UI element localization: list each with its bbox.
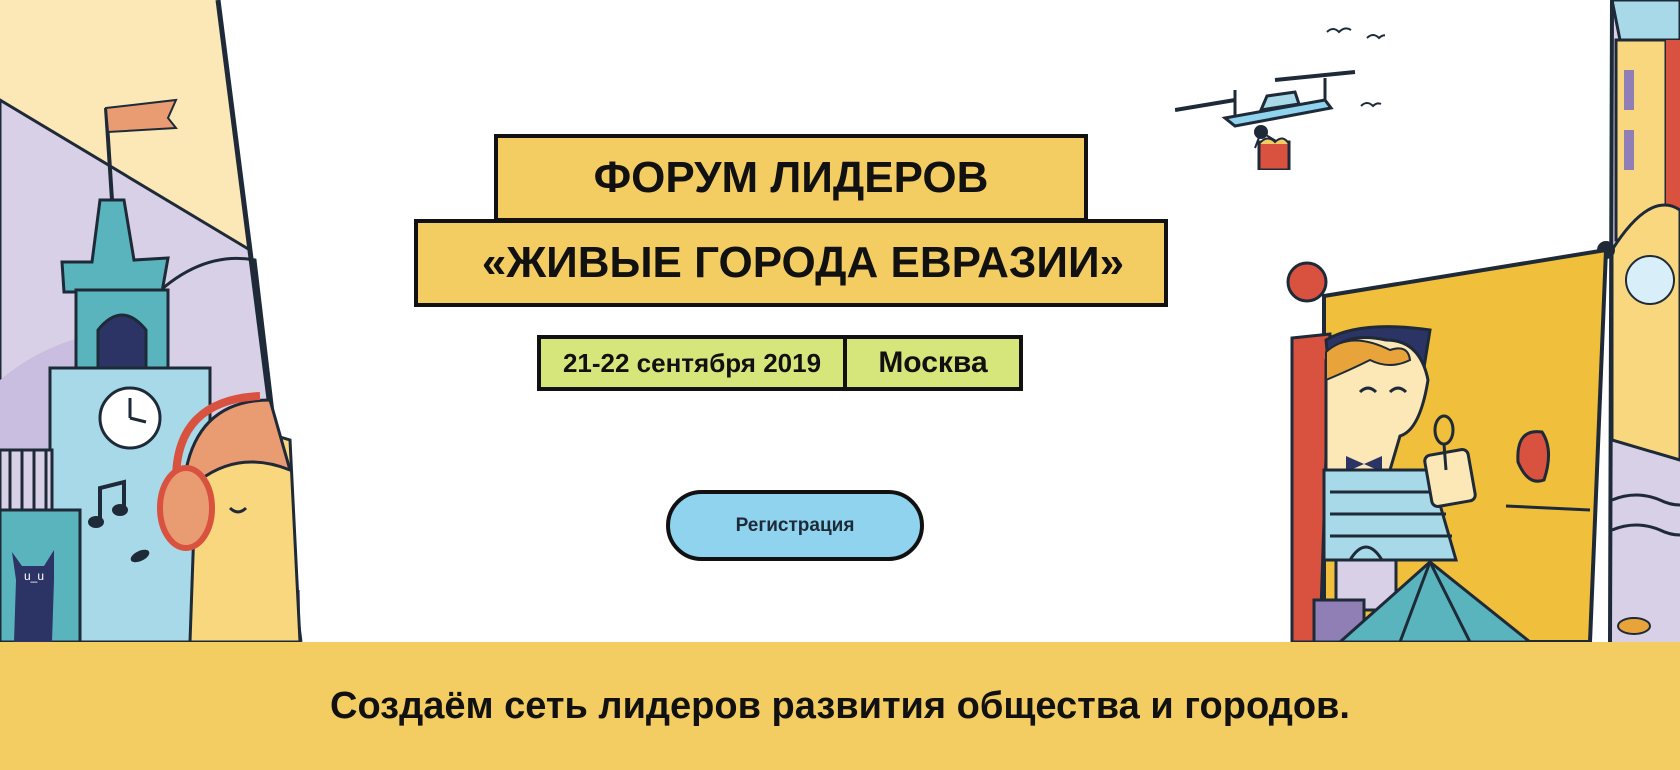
- forum-title-line-2: «ЖИВЫЕ ГОРОДА ЕВРАЗИИ»: [414, 219, 1168, 307]
- cat-icon: u_u: [12, 550, 54, 642]
- drone-icon: [1175, 27, 1385, 170]
- bird-icon: [1505, 430, 1591, 512]
- birds-icon: [1326, 27, 1385, 108]
- clock-icon: [98, 386, 162, 450]
- music-note-icon: [88, 479, 150, 563]
- left-city-illustration: u_u: [0, 0, 303, 642]
- register-button[interactable]: Регистрация: [666, 490, 924, 561]
- tagline-text: Создаём сеть лидеров развития общества и…: [330, 684, 1350, 727]
- right-city-illustration: [1286, 0, 1680, 642]
- svg-text:u_u: u_u: [24, 569, 44, 583]
- event-date-badge: 21-22 сентября 2019: [537, 335, 847, 391]
- hero-section: u_u: [0, 0, 1680, 642]
- forum-title-line-1: ФОРУМ ЛИДЕРОВ: [494, 134, 1088, 222]
- event-city-badge: Москва: [843, 335, 1023, 391]
- headphones-icon: [157, 392, 302, 642]
- flag-icon: [104, 98, 178, 201]
- tagline-banner: Создаём сеть лидеров развития общества и…: [0, 642, 1680, 770]
